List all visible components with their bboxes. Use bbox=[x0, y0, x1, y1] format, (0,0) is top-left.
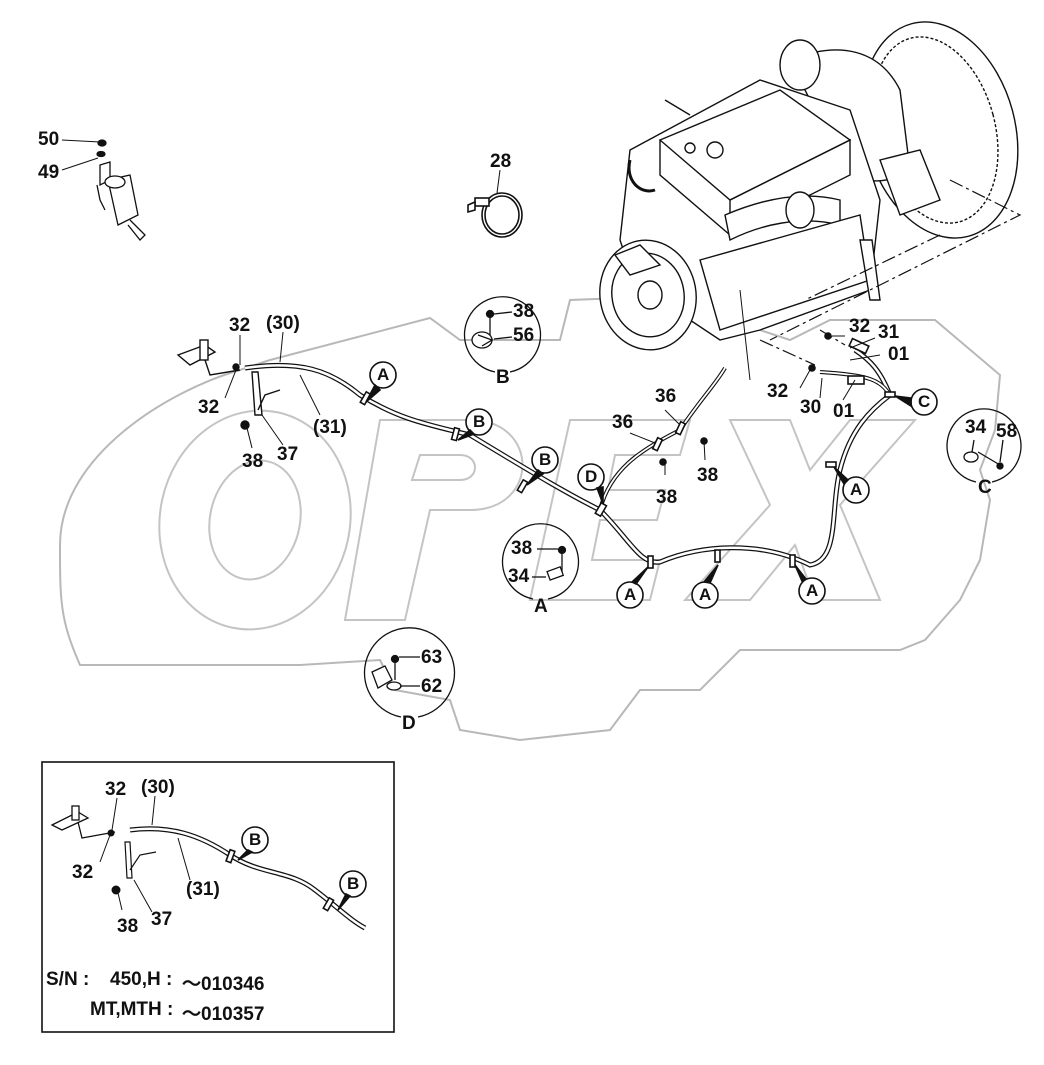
detail-b-label-56: 56 bbox=[513, 325, 535, 346]
detail-c-title: C bbox=[978, 477, 992, 498]
detail-c-label-34: 34 bbox=[965, 417, 987, 438]
part-label-36: 36 bbox=[655, 386, 677, 407]
detail-a-label-38: 38 bbox=[511, 538, 533, 559]
detail-a-label-34: 34 bbox=[508, 566, 530, 587]
part-label-38: 38 bbox=[242, 451, 264, 472]
part-49-50-switch bbox=[96, 139, 146, 241]
part-label-30: 30 bbox=[800, 397, 822, 418]
throttle-cables bbox=[244, 347, 894, 568]
callout-d: D bbox=[585, 467, 598, 486]
serial-range-1: ～010346 bbox=[182, 974, 265, 995]
part-label-37: 37 bbox=[277, 444, 299, 465]
detail-a-title: A bbox=[534, 596, 548, 617]
watermark-letters bbox=[158, 409, 918, 631]
part-label-38: 38 bbox=[656, 487, 678, 508]
callout-b: B bbox=[539, 450, 552, 469]
serial-range-2: ～010357 bbox=[182, 1004, 265, 1025]
serial-model-1: 450,H : bbox=[110, 969, 173, 990]
cable-clamps bbox=[359, 332, 896, 569]
callout-a: A bbox=[377, 365, 390, 384]
part-label-36: 36 bbox=[612, 412, 634, 433]
detail-circle-d bbox=[363, 627, 456, 718]
leader-lines bbox=[61, 139, 881, 475]
callout-a: A bbox=[699, 585, 712, 604]
inset-part-label-38: 38 bbox=[117, 916, 139, 937]
callout-a: A bbox=[806, 581, 819, 600]
inset-part-label-32: 32 bbox=[105, 779, 127, 800]
part-label-38: 38 bbox=[697, 465, 719, 486]
detail-d-label-63: 63 bbox=[421, 647, 443, 668]
inset-callout-bubbles bbox=[237, 826, 367, 911]
part-label-01: 01 bbox=[888, 344, 910, 365]
inset-frame bbox=[41, 761, 395, 1033]
part-label-50: 50 bbox=[38, 129, 60, 150]
detail-d-title: D bbox=[402, 713, 416, 734]
detail-c-label-58: 58 bbox=[996, 421, 1018, 442]
watermark-gear bbox=[58, 293, 1002, 742]
part-28-band-clamp bbox=[467, 192, 523, 238]
detail-circle-c bbox=[946, 408, 1022, 483]
part-label-32: 32 bbox=[229, 315, 251, 336]
part-label-30: (30) bbox=[266, 313, 300, 334]
callout-bubbles bbox=[365, 361, 938, 609]
part-label-31: 31 bbox=[878, 322, 900, 343]
callout-a: A bbox=[850, 480, 863, 499]
callout-b: B bbox=[473, 412, 486, 431]
part-label-32: 32 bbox=[767, 381, 789, 402]
detail-d-label-62: 62 bbox=[421, 676, 443, 697]
inset-cable bbox=[50, 795, 367, 931]
callout-a: A bbox=[624, 585, 637, 604]
serial-number-label: S/N : bbox=[46, 969, 90, 990]
inset-callout-b: B bbox=[347, 874, 360, 893]
inset-part-label-32: 32 bbox=[72, 862, 94, 883]
callout-c: C bbox=[918, 392, 931, 411]
part-label-28: 28 bbox=[490, 151, 512, 172]
part-label-32: 32 bbox=[849, 316, 871, 337]
part-label-49: 49 bbox=[38, 162, 60, 183]
inset-part-label-31: (31) bbox=[186, 879, 220, 900]
part-label-32: 32 bbox=[198, 397, 220, 418]
part-label-01: 01 bbox=[833, 401, 855, 422]
detail-circle-b bbox=[463, 296, 542, 373]
inset-part-label-37: 37 bbox=[151, 909, 173, 930]
serial-model-2: MT,MTH : bbox=[90, 999, 174, 1020]
detail-b-label-38: 38 bbox=[513, 301, 535, 322]
inset-callout-b: B bbox=[249, 830, 262, 849]
detail-b-title: B bbox=[496, 367, 510, 388]
phantom-lines bbox=[759, 179, 1022, 366]
detail-circle-a bbox=[501, 523, 580, 600]
inset-part-label-30: (30) bbox=[141, 777, 175, 798]
part-label-31: (31) bbox=[313, 417, 347, 438]
engine-illustration bbox=[599, 21, 1019, 381]
